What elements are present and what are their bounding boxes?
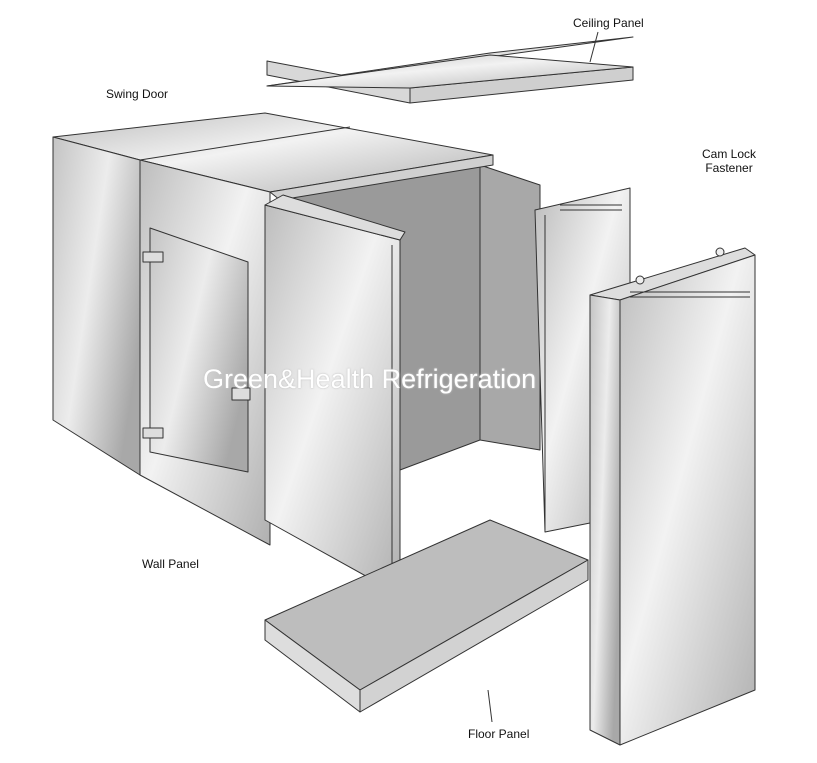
detached-wall-panel <box>589 247 756 746</box>
floor-panel <box>264 519 589 713</box>
label-cam-lock-line1: Cam Lock <box>702 147 757 161</box>
door-handle-icon <box>231 387 251 401</box>
hinge-icon <box>142 427 164 439</box>
watermark: Green&Health Refrigeration <box>203 364 537 394</box>
ceiling-leader <box>589 31 599 63</box>
side-wall-panel <box>52 136 141 476</box>
floor-leader <box>487 689 493 723</box>
label-cam-lock-fastener: Cam Lock Fastener <box>702 147 756 175</box>
label-floor-panel: Floor Panel <box>468 727 530 741</box>
label-swing-door: Swing Door <box>106 87 169 101</box>
hinge-icon <box>142 251 164 263</box>
label-ceiling-panel: Ceiling Panel <box>573 16 644 30</box>
ceiling-panel <box>266 36 634 104</box>
wall-panel <box>264 204 401 596</box>
swing-door <box>149 227 249 473</box>
cam-lock-icon <box>715 247 725 257</box>
label-wall-panel: Wall Panel <box>142 557 199 571</box>
cam-lock-icon <box>635 275 645 285</box>
label-cam-lock-line2: Fastener <box>705 161 753 175</box>
